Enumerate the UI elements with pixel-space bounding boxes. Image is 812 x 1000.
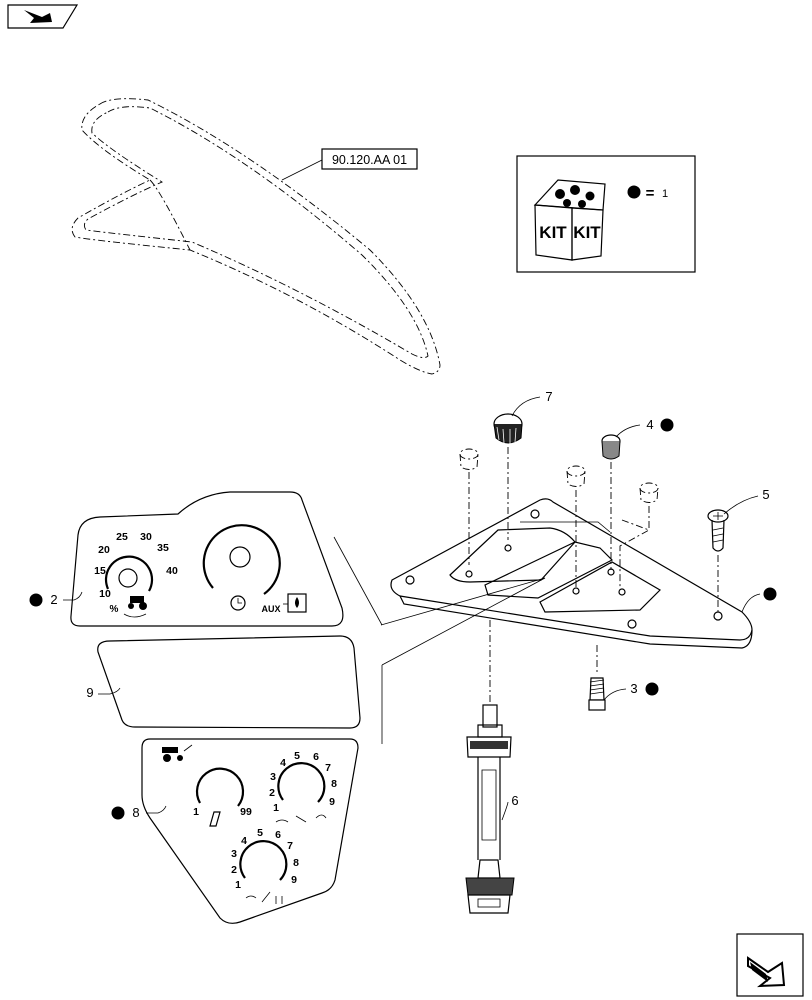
kit-box: KIT KIT = 1	[516, 155, 696, 273]
svg-text:5: 5	[762, 487, 769, 502]
bottom-dial-c-5: 5	[257, 827, 263, 839]
direction-arrow-icon[interactable]	[7, 4, 79, 29]
bottom-dial-c-1: 1	[235, 879, 241, 891]
kit-dot-marker	[627, 185, 641, 199]
bolt[interactable]	[707, 509, 729, 552]
top-dial-10: 10	[99, 588, 111, 600]
kit-label-1: KIT	[539, 223, 567, 242]
screw[interactable]	[588, 677, 606, 711]
svg-text:4: 4	[646, 417, 653, 432]
callout-8[interactable]: 8	[111, 805, 167, 820]
top-dial-40: 40	[166, 565, 178, 577]
bottom-dial-a-99: 99	[240, 806, 252, 818]
armrest-cushion	[71, 98, 441, 375]
top-dial-35: 35	[157, 542, 169, 554]
svg-text:9: 9	[86, 685, 93, 700]
knob-large[interactable]	[493, 413, 523, 444]
bottom-dial-b-7: 7	[325, 762, 331, 774]
callout-3[interactable]: 3	[603, 681, 659, 701]
kit-equals: =	[646, 185, 655, 202]
callout-9[interactable]: 9	[86, 685, 121, 700]
tractor-icon	[162, 744, 193, 762]
bottom-dial-b-1: 1	[273, 802, 279, 814]
svg-text:8: 8	[132, 805, 139, 820]
bottom-dial-b-5: 5	[294, 750, 300, 762]
bottom-dial-c-7: 7	[287, 840, 293, 852]
potentiometer-harness[interactable]	[465, 704, 515, 914]
clock-icon	[230, 595, 246, 611]
bottom-dial-b-2: 2	[269, 787, 275, 799]
kit-box-icon: KIT KIT	[533, 179, 606, 261]
bottom-dial-c-3: 3	[231, 848, 237, 860]
bottom-dial-c-2: 2	[231, 864, 237, 876]
reference-box[interactable]: 90.120.AA 01	[281, 148, 418, 181]
knob-small[interactable]	[601, 434, 621, 460]
callout-1[interactable]	[741, 587, 777, 613]
top-aux-label: AUX	[261, 604, 280, 614]
bottom-dial-b-4: 4	[280, 757, 286, 769]
svg-text:7: 7	[545, 389, 552, 404]
bottom-dial-c-8: 8	[293, 857, 299, 869]
svg-text:2: 2	[50, 592, 57, 607]
bottom-dial-b-8: 8	[331, 778, 337, 790]
bottom-dial-b-9: 9	[329, 796, 335, 808]
top-dial-15: 15	[94, 565, 106, 577]
bottom-dial-c-6: 6	[275, 829, 281, 841]
mounting-plate	[390, 498, 753, 649]
tractor-icon	[123, 596, 147, 618]
svg-text:3: 3	[630, 681, 637, 696]
callout-5[interactable]: 5	[723, 487, 770, 515]
bottom-dial-c-9: 9	[291, 874, 297, 886]
kit-quantity: 1	[662, 188, 668, 200]
knob-ghost-left	[459, 448, 479, 470]
callout-2[interactable]: 2	[29, 591, 83, 607]
bottom-decal-panel: 1 99 1 2 3 4 5 6 7 8 9 1 2 3 4 5 6 7 8 9	[141, 738, 359, 924]
svg-text:6: 6	[511, 793, 518, 808]
bottom-dial-c-4: 4	[241, 835, 247, 847]
bottom-dial-b-3: 3	[270, 771, 276, 783]
knob-ghost-right	[639, 482, 659, 503]
reference-text: 90.120.AA 01	[332, 153, 407, 167]
bottom-dial-b-6: 6	[313, 751, 319, 763]
navigation-arrow-icon[interactable]	[736, 933, 804, 997]
bottom-dial-a-1: 1	[193, 806, 199, 818]
knob-ghost-mid	[566, 465, 586, 487]
kit-label-2: KIT	[573, 223, 601, 242]
callout-6[interactable]: 6	[501, 793, 519, 821]
callout-4[interactable]: 4	[615, 417, 674, 438]
blank-decal-panel	[97, 635, 361, 729]
top-decal-panel: 10 15 20 25 30 35 40 % AUX	[70, 491, 344, 627]
top-dial-25: 25	[116, 531, 128, 543]
top-dial-20: 20	[98, 544, 110, 556]
top-dial-30: 30	[140, 531, 152, 543]
fluid-drop-icon	[283, 593, 307, 613]
top-unit-label: %	[110, 604, 119, 615]
callout-7[interactable]: 7	[511, 389, 553, 417]
